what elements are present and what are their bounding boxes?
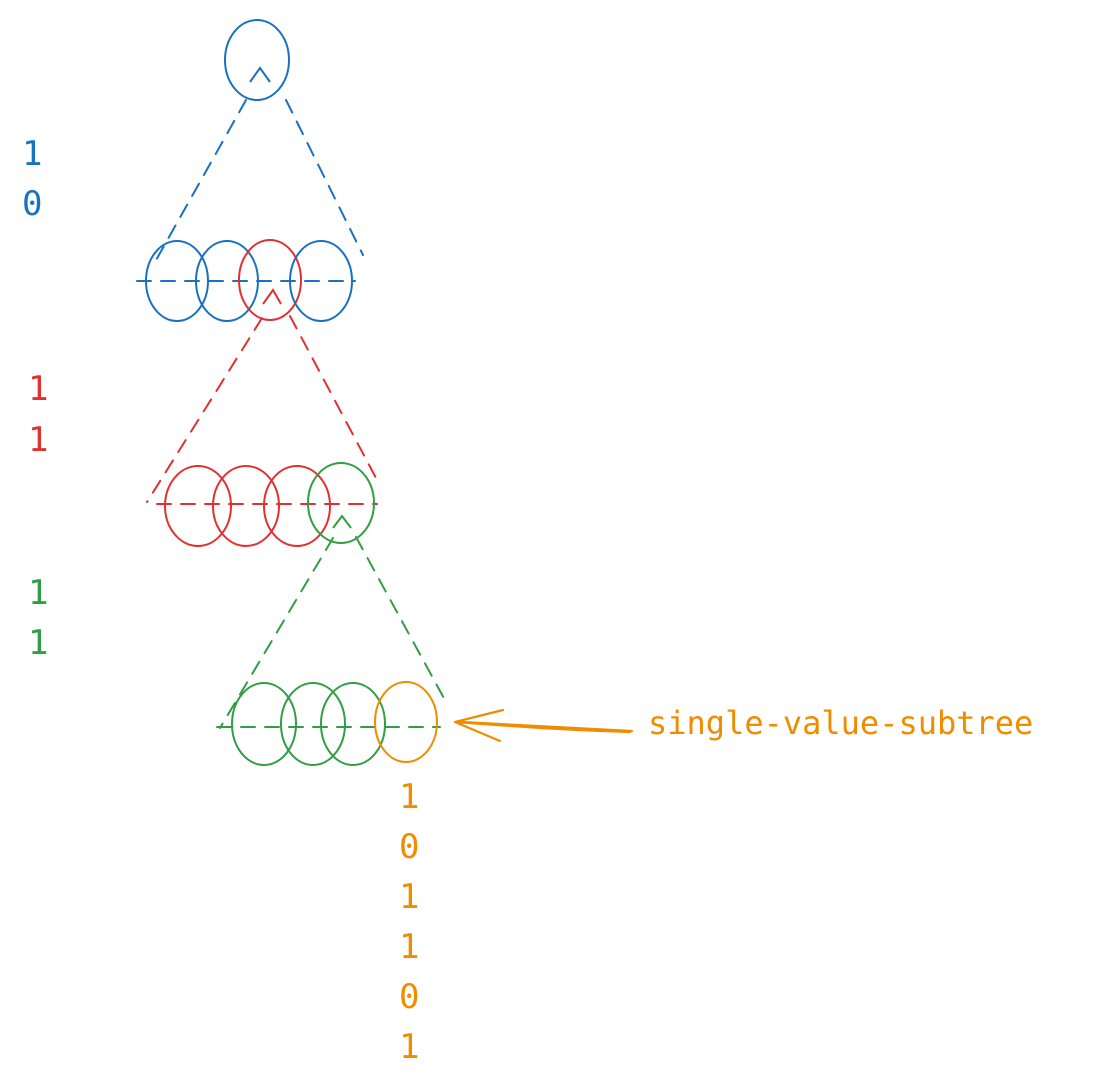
level-2-fan-right (289, 315, 377, 479)
level-1-bit-label: 0 (22, 184, 42, 224)
level-1-fan-right (285, 99, 364, 256)
root-node-caret (249, 66, 271, 83)
level-3-bit-label: 1 (28, 623, 48, 663)
level-2-node (263, 465, 331, 547)
level-1-node (145, 240, 209, 322)
level-3-caret (332, 514, 352, 529)
leaf-bit-label: 0 (399, 827, 419, 867)
level-2-node (164, 465, 232, 547)
level-2-node (212, 465, 280, 547)
level-2-bit-label: 1 (28, 369, 48, 409)
level-1-node-highlighted (238, 239, 302, 321)
leaf-bit-label: 1 (399, 777, 419, 817)
level-3-fan-right (355, 536, 447, 703)
level-3-node (231, 682, 297, 766)
level-3-bit-label: 1 (28, 573, 48, 613)
level-1-fan-left (154, 99, 247, 263)
annotation-arrow (453, 708, 634, 743)
level-2-node-highlighted (307, 462, 375, 544)
leaf-node-single-value (374, 681, 438, 763)
annotation-label: single-value-subtree (648, 704, 1033, 742)
level-2-bit-label: 1 (28, 420, 48, 460)
level-1-bit-label: 1 (22, 134, 42, 174)
level-1-node (289, 240, 353, 322)
leaf-bit-label: 1 (399, 1027, 419, 1067)
level-3-node (320, 682, 386, 766)
leaf-bit-label: 0 (399, 977, 419, 1017)
leaf-bit-label: 1 (399, 927, 419, 967)
root-node (224, 19, 290, 101)
level-3-node (280, 682, 346, 766)
level-1-node (195, 240, 259, 322)
level-3-fan-left (219, 537, 334, 729)
leaf-bit-label: 1 (399, 877, 419, 917)
level-2-caret (262, 288, 282, 305)
level-2-fan-left (146, 317, 263, 503)
